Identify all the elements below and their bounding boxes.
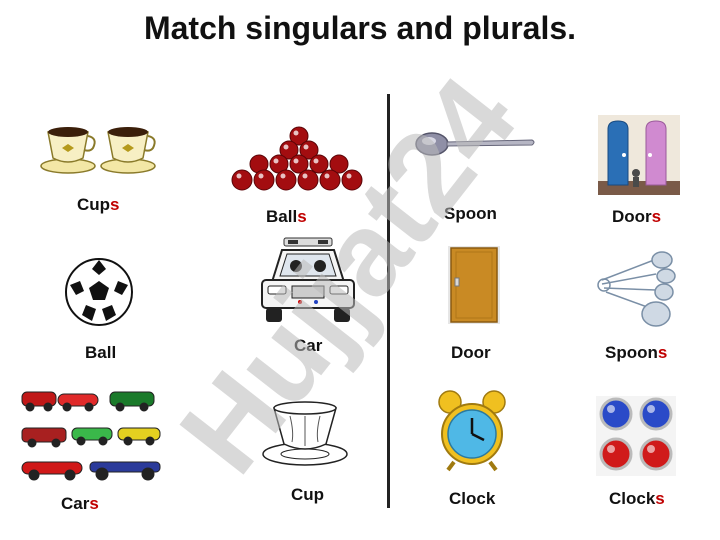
card-label-balls[interactable]: Balls	[266, 207, 307, 226]
buttons-icon	[596, 396, 676, 476]
card-label-doors[interactable]: Doors	[612, 207, 662, 226]
teacup-saucer-icon	[262, 401, 348, 466]
door-icon	[448, 246, 500, 324]
teacups-icon	[40, 127, 156, 174]
card-label-cups[interactable]: Cups	[77, 195, 120, 214]
cars-collection-icon	[21, 391, 161, 481]
card-label-cars[interactable]: Cars	[61, 494, 99, 513]
card-label-clocks[interactable]: Clocks	[609, 489, 665, 508]
card-label-ball[interactable]: Ball	[85, 343, 117, 362]
card-label-spoon[interactable]: Spoon	[444, 204, 497, 223]
two-doors-icon	[598, 115, 680, 195]
spoon-icon	[415, 132, 535, 156]
card-label-car[interactable]: Car	[294, 336, 323, 355]
snooker-balls-icon	[231, 126, 363, 191]
police-car-icon	[261, 237, 355, 322]
card-label-spoons[interactable]: Spoons	[605, 343, 668, 362]
page-title: Match singulars and plurals.	[143, 10, 577, 46]
card-label-clock[interactable]: Clock	[449, 489, 496, 508]
card-label-door[interactable]: Door	[451, 343, 491, 362]
measuring-spoons-icon	[597, 251, 676, 327]
column-divider	[387, 94, 390, 508]
alarm-clock-icon	[438, 390, 506, 472]
card-label-cup[interactable]: Cup	[291, 485, 325, 504]
soccer-ball-icon	[65, 258, 133, 326]
